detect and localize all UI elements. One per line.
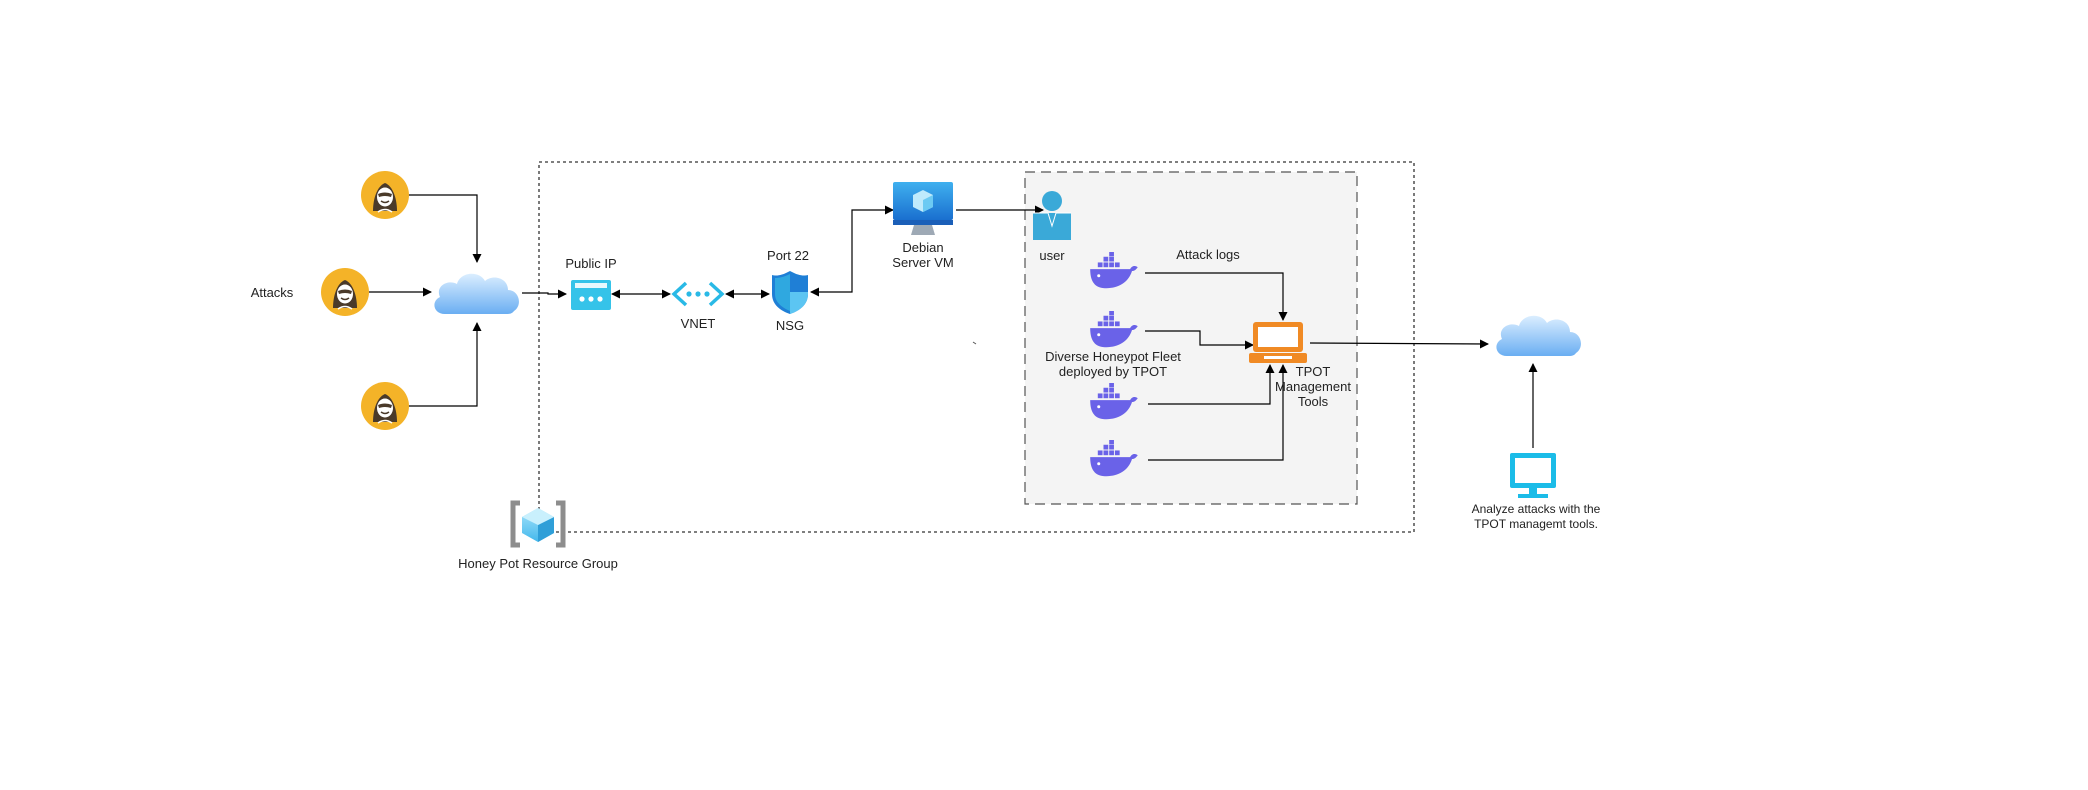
user-label: user xyxy=(1039,248,1065,263)
public-ip-label: Public IP xyxy=(565,256,617,271)
tpot-container xyxy=(1024,171,1358,505)
edge-docker1-tpot xyxy=(1145,272,1288,321)
hacker-icon xyxy=(320,267,370,317)
attacks-label: Attacks xyxy=(250,285,294,300)
laptop-icon xyxy=(1249,322,1307,363)
port22-label: Port 22 xyxy=(767,248,809,263)
monitor-icon xyxy=(893,182,953,235)
nsg-label: NSG xyxy=(775,318,805,333)
shield-icon xyxy=(772,271,808,314)
user-icon xyxy=(1033,191,1071,240)
internet-cloud-icon xyxy=(434,273,519,314)
attack-logs-label: Attack logs xyxy=(1176,247,1240,262)
hacker-icon xyxy=(360,381,410,431)
connectors xyxy=(369,194,1538,461)
debian-vm-label: Debian Server VM xyxy=(892,240,954,270)
monitor-icon xyxy=(1510,453,1556,498)
edge-tpot-cloud xyxy=(1309,339,1489,349)
analyze-label: Analyze attacks with the TPOT managemt t… xyxy=(1471,502,1601,531)
stray-mark xyxy=(972,341,977,345)
fleet-label: Diverse Honeypot Fleet deployed by TPOT xyxy=(1045,349,1181,379)
vnet-label: VNET xyxy=(680,316,716,331)
resource-group-icon xyxy=(510,500,566,548)
public-ip-icon xyxy=(571,280,611,310)
hacker-icon xyxy=(360,170,410,220)
analyst-cloud-icon xyxy=(1496,315,1581,356)
resource-group-label: Honey Pot Resource Group xyxy=(458,556,618,571)
edge-cloud-publicip xyxy=(522,289,567,299)
edge-nsg-vm xyxy=(810,205,894,297)
edge-docker4-tpot xyxy=(1148,364,1288,461)
vnet-icon xyxy=(671,281,725,307)
tpot-tools-label: TPOT Management Tools xyxy=(1275,364,1351,409)
edge-attacker1-cloud xyxy=(406,194,482,263)
edge-docker3-tpot xyxy=(1148,364,1275,405)
resource-group-boundary xyxy=(538,161,1415,533)
edge-docker2-tpot xyxy=(1145,330,1254,350)
edge-attacker3-cloud xyxy=(406,322,482,407)
